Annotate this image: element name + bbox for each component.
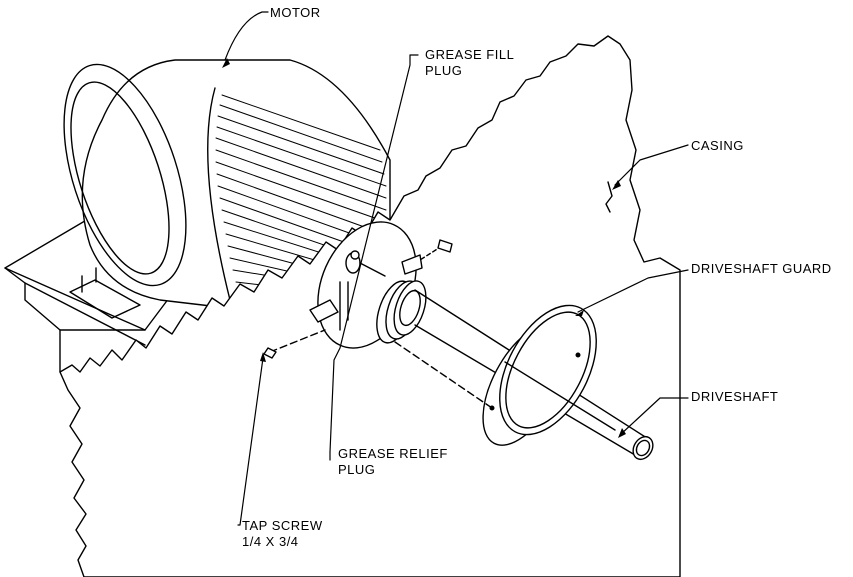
driveshaft-guard bbox=[482, 304, 616, 446]
driveshaft-guard-label: DRIVESHAFT GUARD bbox=[691, 261, 832, 276]
driveshaft-label: DRIVESHAFT bbox=[691, 389, 779, 404]
tap-screw-line1: TAP SCREW bbox=[242, 518, 323, 533]
grease-fill-line1: GREASE FILL bbox=[425, 47, 515, 62]
grease-fill-line2: PLUG bbox=[425, 63, 463, 78]
grease-fill-plug-label: GREASE FILL PLUG bbox=[425, 47, 514, 79]
tap-screw-label: TAP SCREW 1/4 X 3/4 bbox=[242, 518, 323, 550]
tap-screw-line2: 1/4 X 3/4 bbox=[242, 534, 299, 549]
casing-label: CASING bbox=[691, 138, 744, 153]
motor bbox=[63, 59, 391, 311]
grease-relief-line1: GREASE RELIEF bbox=[338, 446, 448, 461]
bearing bbox=[376, 280, 427, 344]
grease-relief-line2: PLUG bbox=[338, 462, 376, 477]
motor-label: MOTOR bbox=[270, 5, 321, 20]
leader-lines bbox=[224, 11, 689, 526]
grease-relief-plug-label: GREASE RELIEF PLUG bbox=[338, 446, 448, 478]
